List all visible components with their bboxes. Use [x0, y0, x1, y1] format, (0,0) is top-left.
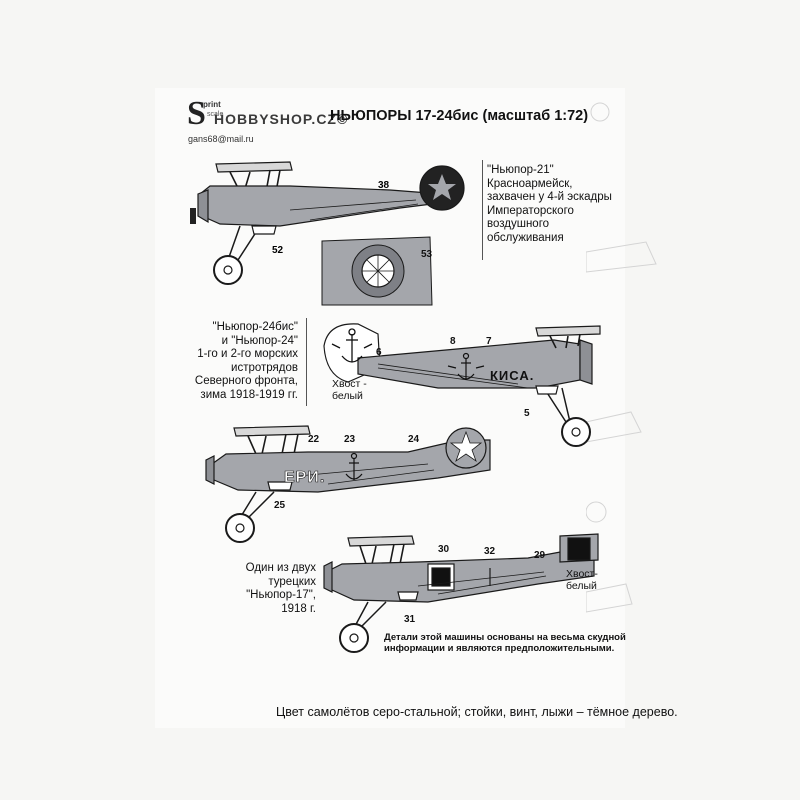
- decal-number-6: 6: [376, 347, 382, 358]
- fuselage-lettering-kisa: КИСА.: [490, 368, 534, 383]
- aircraft-4-remark: Детали этой машины основаны на весьма ск…: [384, 632, 626, 654]
- show-through-right: [586, 102, 657, 613]
- aircraft-4-drawing: 30 32 29 31: [323, 533, 599, 653]
- caption-divider-2: [306, 318, 307, 406]
- wheel-detail-53: 53: [321, 236, 433, 306]
- aircraft-2-tail-note: Хвост - белый: [332, 378, 367, 402]
- decal-number-25: 25: [274, 500, 286, 511]
- decal-number-30: 30: [438, 544, 450, 555]
- decal-number-23: 23: [344, 434, 356, 445]
- decal-number-53: 53: [421, 249, 433, 260]
- decal-number-22: 22: [308, 434, 320, 445]
- logo-line1: print: [203, 100, 221, 109]
- logo-letter: S: [187, 95, 206, 132]
- sprint-scale-logo: S print scale: [187, 97, 227, 133]
- decal-number-24: 24: [408, 434, 420, 445]
- aircraft-1-drawing: 38 52: [190, 161, 465, 285]
- decal-number-52: 52: [272, 245, 284, 256]
- contact-email: gans68@mail.ru: [188, 134, 254, 144]
- decal-number-8: 8: [450, 336, 456, 347]
- decal-number-5: 5: [524, 408, 530, 419]
- decal-number-29: 29: [534, 550, 546, 561]
- aircraft-2-caption: "Ньюпор-24бис" и "Ньюпор-24" 1-го и 2-го…: [194, 321, 298, 401]
- decal-number-31: 31: [404, 614, 416, 625]
- aircraft-2-drawing: КИСА. 6 8 7 5: [323, 323, 601, 447]
- color-note-footer: Цвет самолётов серо-стальной; стойки, ви…: [276, 705, 678, 719]
- sheet-title: НЬЮПОРЫ 17-24бис (масштаб 1:72): [330, 108, 589, 124]
- fuselage-lettering-eri: ЕРИ.: [284, 469, 325, 486]
- aircraft-3-drawing: ЕРИ. 22 23 24 25: [205, 425, 491, 543]
- decal-number-7: 7: [486, 336, 492, 347]
- decal-number-38: 38: [378, 180, 390, 191]
- decal-number-32: 32: [484, 546, 496, 557]
- aircraft-1-caption: "Ньюпор-21" Красноармейск, захвачен у 4-…: [487, 164, 612, 244]
- logo-line2: scale: [207, 111, 224, 118]
- watermark: HOBBYSHOP.CZ©: [214, 111, 349, 127]
- caption-divider: [482, 160, 483, 260]
- aircraft-4-caption: Один из двух турецких "Ньюпор-17", 1918 …: [245, 562, 316, 615]
- aircraft-4-tail-note: Хвост- белый: [566, 568, 598, 592]
